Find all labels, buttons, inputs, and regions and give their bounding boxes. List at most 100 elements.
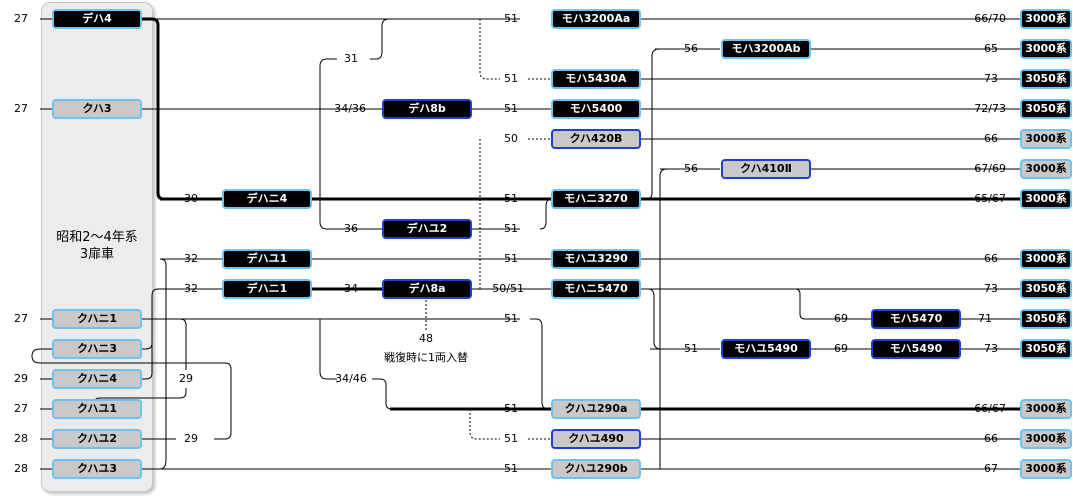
kuhani3-swing — [31, 348, 232, 440]
car-box-s3000_1: 3000系 — [1020, 9, 1072, 29]
car-box-kuha410ii: クハ410Ⅱ — [721, 159, 811, 179]
car-box-moha3200aa: モハ3200Aa — [551, 9, 641, 29]
year-label: 51 — [504, 102, 518, 115]
kuhayu-col — [159, 258, 167, 470]
year-label: 71 — [978, 312, 992, 325]
year-label: 51 — [504, 432, 518, 445]
year-label: 66 — [984, 132, 998, 145]
car-box-s3000_5: 3000系 — [1020, 189, 1072, 209]
kuhani4-swing — [142, 345, 153, 380]
year-label: 73 — [984, 282, 998, 295]
year-label: 27 — [14, 312, 28, 325]
car-box-s3000_8: 3000系 — [1020, 429, 1072, 449]
car-box-kuhayu290a: クハユ290a — [551, 399, 641, 419]
year-label: 73 — [984, 342, 998, 355]
year-label: 29 — [14, 372, 28, 385]
year-label: 34/36 — [334, 102, 366, 115]
trunk-deha4 — [142, 17, 222, 201]
year-label: 69 — [834, 312, 848, 325]
panel-caption-line1: 昭和2〜4年系 — [56, 230, 138, 245]
year-label: 29 — [184, 432, 198, 445]
year-label: 65 — [984, 42, 998, 55]
year-label: 50 — [504, 132, 518, 145]
car-box-kuhani4: クハニ4 — [52, 369, 142, 389]
car-box-kuhayu490: クハユ490 — [551, 429, 641, 449]
year-label: 66/67 — [974, 402, 1006, 415]
year-label: 28 — [14, 462, 28, 475]
branch-3270 — [539, 198, 553, 230]
car-box-deha8b: デハ8b — [382, 99, 472, 119]
year-label: 66/70 — [974, 12, 1006, 25]
year-label: 36 — [344, 222, 358, 235]
trunk-410 — [659, 168, 698, 469]
trunk-5490 — [640, 288, 698, 350]
year-label: 51 — [504, 192, 518, 205]
route-3446-2 — [372, 378, 393, 410]
panel-caption: 昭和2〜4年系 3扉車 — [41, 229, 153, 263]
car-box-dehayu2: デハユ2 — [382, 219, 472, 239]
kuhani3-loop — [151, 288, 222, 309]
branch-dehayu2 — [319, 199, 382, 230]
car-box-s3000_6: 3000系 — [1020, 249, 1072, 269]
car-box-kuhayu3: クハユ3 — [52, 459, 142, 479]
panel-caption-line2: 3扉車 — [79, 247, 115, 262]
kuhani3-loop2 — [142, 309, 153, 350]
car-box-s3050_2: 3050系 — [1020, 99, 1072, 119]
car-box-s3000_7: 3000系 — [1020, 399, 1072, 419]
year-label: 27 — [14, 102, 28, 115]
year-label: 56 — [684, 42, 698, 55]
year-label: 29 — [179, 372, 193, 385]
car-box-dehani4: デハニ4 — [222, 189, 312, 209]
car-box-mohayu5490a: モハユ5490 — [721, 339, 811, 359]
car-box-s3000_9: 3000系 — [1020, 459, 1072, 479]
year-label: 51 — [504, 222, 518, 235]
car-box-kuhayu2: クハユ2 — [52, 429, 142, 449]
car-box-moha5470: モハ5470 — [871, 309, 961, 329]
car-box-s3050_3: 3050系 — [1020, 279, 1072, 299]
car-box-deha4: デハ4 — [52, 9, 142, 29]
note-number: 48 — [419, 332, 433, 345]
year-label: 30 — [184, 192, 198, 205]
year-label: 65/67 — [974, 192, 1006, 205]
car-box-s3000_2: 3000系 — [1020, 39, 1072, 59]
car-box-deha8a: デハ8a — [382, 279, 472, 299]
route-3446 — [319, 319, 337, 380]
year-label: 51 — [504, 252, 518, 265]
car-box-mohayu3290: モハユ3290 — [551, 249, 641, 269]
year-label: 32 — [184, 282, 198, 295]
year-label: 50/51 — [492, 282, 524, 295]
year-label: 69 — [834, 342, 848, 355]
year-label: 51 — [504, 462, 518, 475]
car-box-kuhayu1: クハユ1 — [52, 399, 142, 419]
car-box-mohani5470: モハニ5470 — [551, 279, 641, 299]
car-box-dehani1: デハニ1 — [222, 279, 312, 299]
year-label: 31 — [344, 52, 358, 65]
car-box-dehayu1: デハユ1 — [222, 249, 312, 269]
year-label: 28 — [14, 432, 28, 445]
trunk-290 — [530, 318, 551, 410]
car-box-kuhani3: クハニ3 — [52, 339, 142, 359]
dash-5430a — [479, 19, 500, 80]
car-box-s3000_3: 3000系 — [1020, 129, 1072, 149]
car-box-kuhayu290b: クハユ290b — [551, 459, 641, 479]
year-label: 56 — [684, 162, 698, 175]
year-label: 66 — [984, 432, 998, 445]
car-box-s3000_4: 3000系 — [1020, 159, 1072, 179]
year-label: 34 — [344, 282, 358, 295]
car-box-kuhani1: クハニ1 — [52, 309, 142, 329]
dash-490 — [469, 409, 500, 440]
branch-31 — [370, 18, 390, 60]
year-label: 51 — [504, 12, 518, 25]
note-text: 戦復時に1両入替 — [384, 351, 468, 364]
year-label: 72/73 — [974, 102, 1006, 115]
year-label: 34/46 — [335, 372, 367, 385]
car-box-moha3200ab: モハ3200Ab — [721, 39, 811, 59]
year-label: 73 — [984, 72, 998, 85]
year-label: 51 — [504, 402, 518, 415]
year-label: 51 — [504, 72, 518, 85]
car-box-mohani3270: モハニ3270 — [551, 189, 641, 209]
car-box-kuha3: クハ3 — [52, 99, 142, 119]
car-box-moha5430a: モハ5430A — [551, 69, 641, 89]
car-box-moha5400: モハ5400 — [551, 99, 641, 119]
